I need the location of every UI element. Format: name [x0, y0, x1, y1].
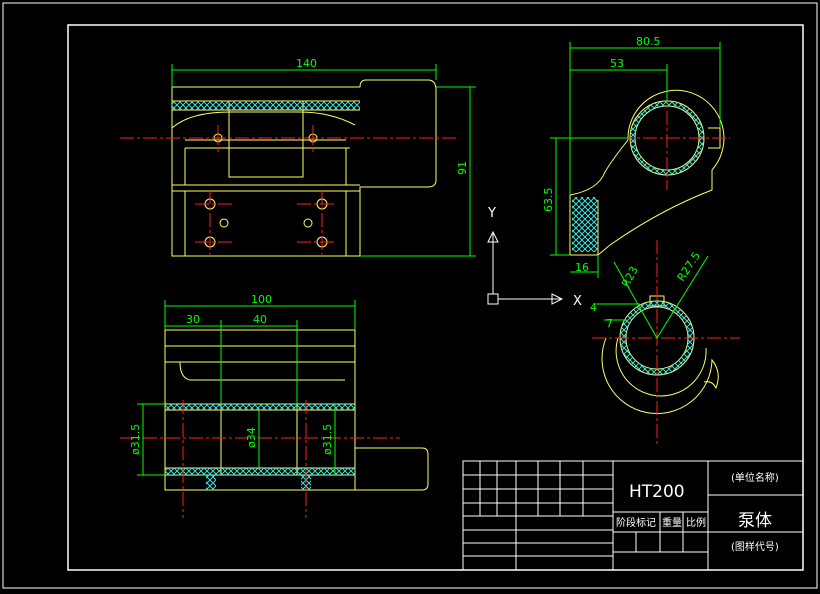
material-label: HT200: [629, 482, 685, 502]
side-view-hatch: [572, 101, 704, 252]
front-view: [171, 79, 437, 257]
part-name-label: 泵体: [738, 511, 772, 531]
top-view-dims: [137, 300, 356, 476]
dim-dia-right: ø31.5: [321, 424, 334, 455]
dim-right-foot: 16: [575, 261, 589, 274]
stage-mark-label: 阶段标记: [616, 516, 656, 529]
ucs-y-label: Y: [487, 206, 496, 221]
title-block: [462, 460, 804, 571]
front-view-dims: [171, 64, 476, 257]
dim-dia-left: ø31.5: [129, 424, 142, 455]
top-view-centerlines: [120, 400, 400, 518]
dim-bottom-left: 30: [186, 313, 200, 326]
dim-top-width: 140: [296, 57, 317, 70]
weight-label: 重量: [662, 516, 682, 529]
detail-view-dims: [596, 255, 709, 339]
company-label: (单位名称): [731, 471, 779, 484]
dim-right-width: 80.5: [636, 35, 661, 48]
dim-bottom-mid: 40: [253, 313, 267, 326]
dim-dia-mid: ø34: [245, 427, 258, 448]
dim-offset-7: 7: [606, 317, 613, 330]
side-view-centerlines: [620, 88, 730, 190]
dim-bottom-width: 100: [251, 293, 272, 306]
dim-right-half-width: 53: [610, 57, 624, 70]
dim-offset-4: 4: [590, 301, 597, 314]
dim-radius-large: R27.5: [675, 250, 703, 284]
dim-top-height: 91: [456, 161, 469, 175]
dim-right-height: 63.5: [542, 188, 555, 213]
detail-view-centerlines: [592, 240, 740, 446]
ucs-x-label: X: [573, 294, 582, 309]
scale-label: 比例: [686, 516, 706, 529]
ucs-icon: [487, 230, 564, 305]
inner-frame: [67, 24, 804, 571]
front-view-centerlines: [120, 125, 458, 256]
side-view-dims: [550, 42, 721, 278]
dim-radius-small: R23: [619, 264, 641, 289]
front-view-hatch: [172, 101, 360, 110]
detail-view: [601, 295, 719, 415]
drawing-no-label: (图样代号): [731, 540, 779, 553]
